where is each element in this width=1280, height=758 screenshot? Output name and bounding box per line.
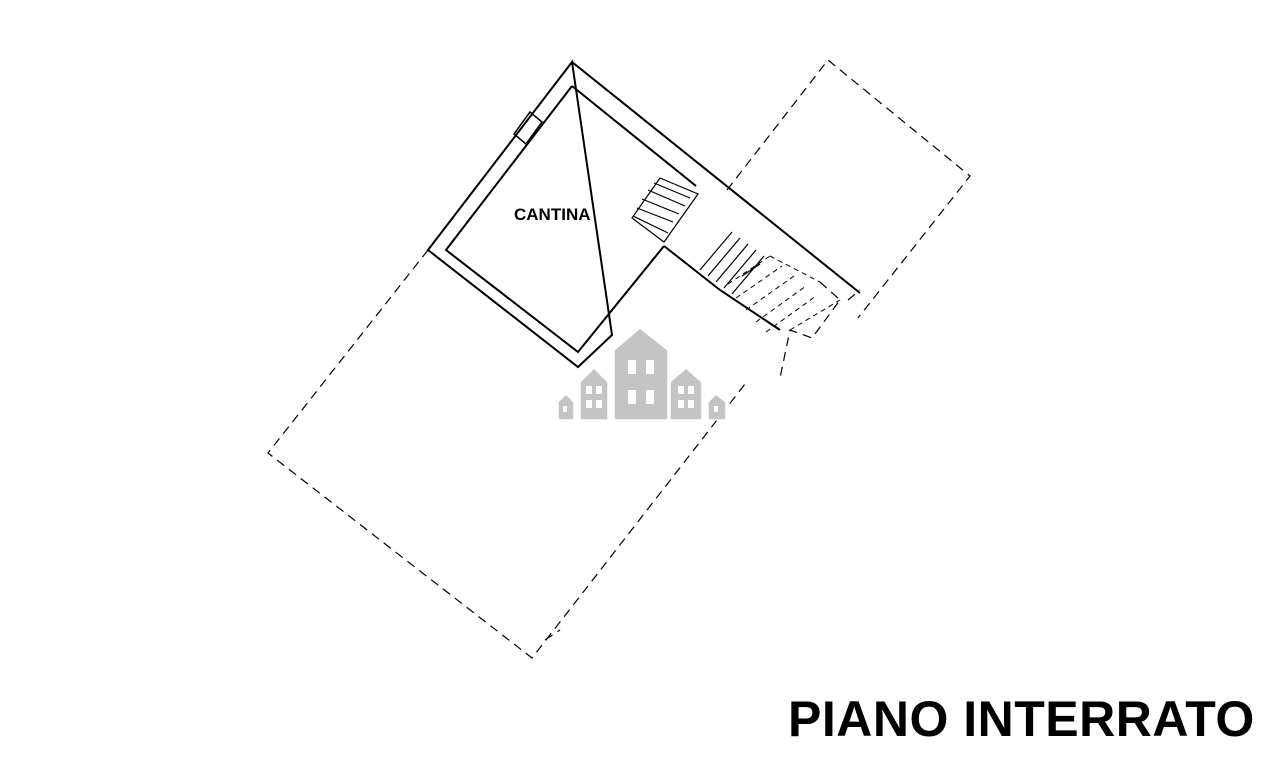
window-symbol bbox=[512, 110, 544, 146]
stairs-landing bbox=[727, 255, 841, 333]
floor-title: PIANO INTERRATO bbox=[788, 691, 1255, 747]
lot-boundary-lower bbox=[267, 249, 746, 659]
stairs-upper bbox=[631, 177, 699, 243]
room-label-cantina: CANTINA bbox=[514, 205, 591, 224]
stairs-lower bbox=[699, 231, 765, 295]
lot-boundary-upper bbox=[726, 59, 971, 379]
buildings-logo-icon bbox=[557, 327, 727, 421]
buildings-logo-windows bbox=[563, 360, 718, 412]
cellar-walls bbox=[426, 59, 861, 369]
